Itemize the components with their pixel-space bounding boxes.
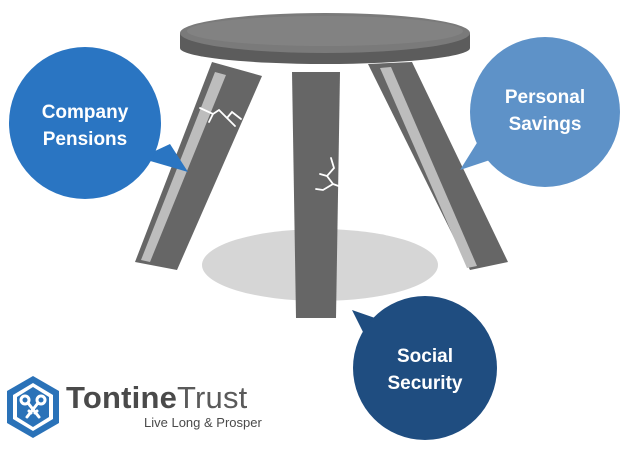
stool-leg-center xyxy=(292,72,340,318)
brand-tagline: Live Long & Prosper xyxy=(144,415,262,430)
bubble-label: Pensions xyxy=(43,129,127,150)
bubble-label: Social xyxy=(397,346,453,367)
shield-keys-icon xyxy=(7,376,59,438)
brand-name: TontineTrust xyxy=(66,380,248,416)
bubble-social-security: Social Security xyxy=(352,296,497,440)
brand-word-trust: Trust xyxy=(177,380,248,415)
tontine-trust-logo: TontineTrust Live Long & Prosper xyxy=(4,372,304,442)
stool-seat xyxy=(180,13,470,64)
crack-center-leg xyxy=(315,157,345,191)
stool-leg-right xyxy=(368,62,508,270)
bubble-label: Personal xyxy=(505,87,585,108)
brand-word-tontine: Tontine xyxy=(66,380,178,415)
bubble-label: Security xyxy=(388,373,463,394)
bubble-personal-savings: Personal Savings xyxy=(460,37,620,187)
bubble-label: Savings xyxy=(509,114,582,135)
bubble-label: Company xyxy=(42,102,129,123)
bubble-company-pensions: Company Pensions xyxy=(9,47,188,199)
crack-left-leg xyxy=(199,107,242,127)
